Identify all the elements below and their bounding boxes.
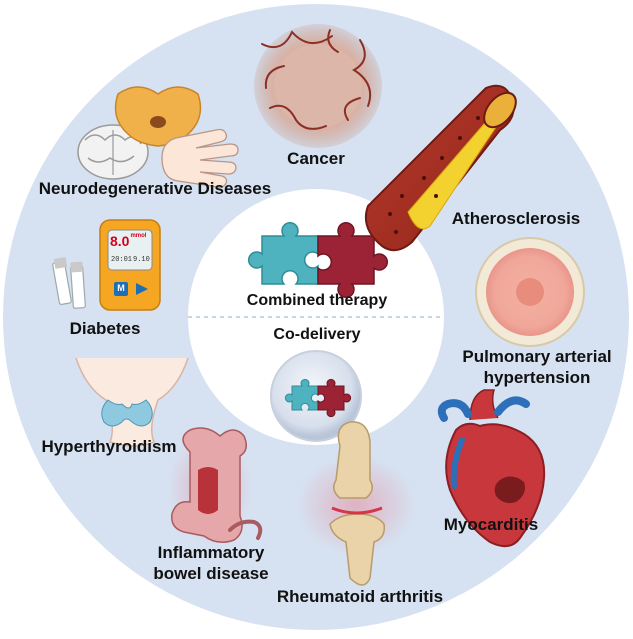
- brain-icon: [77, 124, 149, 180]
- rheumatoid-arthritis-label: Rheumatoid arthritis: [276, 587, 444, 606]
- diabetes-label: Diabetes: [69, 319, 141, 338]
- ibd-label: Inflammatory bowel disease: [146, 542, 276, 584]
- glucometer-unit: mmol: [130, 233, 147, 239]
- blood-vessel-icon: [364, 84, 517, 252]
- pulmonary-hypertension-label: Pulmonary arterial hypertension: [452, 346, 622, 388]
- thyroid-icon: [75, 357, 189, 447]
- intestine-icon: [168, 427, 263, 544]
- neurodegenerative-label: Neurodegenerative Diseases: [38, 179, 272, 198]
- atherosclerosis-label: Atherosclerosis: [451, 209, 581, 228]
- brain-section-icon: [114, 86, 202, 147]
- heart-icon: [437, 389, 546, 548]
- test-strips-icon: [52, 256, 86, 309]
- ibd-line1: Inflammatory: [157, 543, 265, 562]
- tumor-icon: [254, 24, 382, 148]
- pulmonary-hypertension-line1: Pulmonary arterial: [462, 347, 612, 366]
- ibd-line2: bowel disease: [153, 564, 269, 583]
- glucometer-time: 20:01: [111, 256, 133, 264]
- co-delivery-label: Co-delivery: [273, 326, 361, 343]
- myocarditis-label: Myocarditis: [443, 515, 539, 534]
- glucometer-icon: [99, 219, 161, 311]
- puzzle-icon: [247, 221, 389, 299]
- co-delivery-bubble-icon: [270, 350, 362, 442]
- glucometer-date: 9.10: [133, 256, 150, 264]
- hand-icon: [161, 128, 239, 188]
- glucometer-value: 8.0: [110, 233, 130, 249]
- artery-cross-section-icon: [475, 237, 585, 347]
- hyperthyroidism-label: Hyperthyroidism: [41, 437, 177, 456]
- glucometer-m-button: M: [117, 283, 125, 293]
- combined-therapy-label: Combined therapy: [246, 292, 388, 309]
- pulmonary-hypertension-line2: hypertension: [483, 368, 591, 387]
- glucometer-reading: 8.0mmol: [110, 233, 150, 249]
- knee-joint-icon: [296, 421, 416, 586]
- cancer-label: Cancer: [287, 149, 345, 168]
